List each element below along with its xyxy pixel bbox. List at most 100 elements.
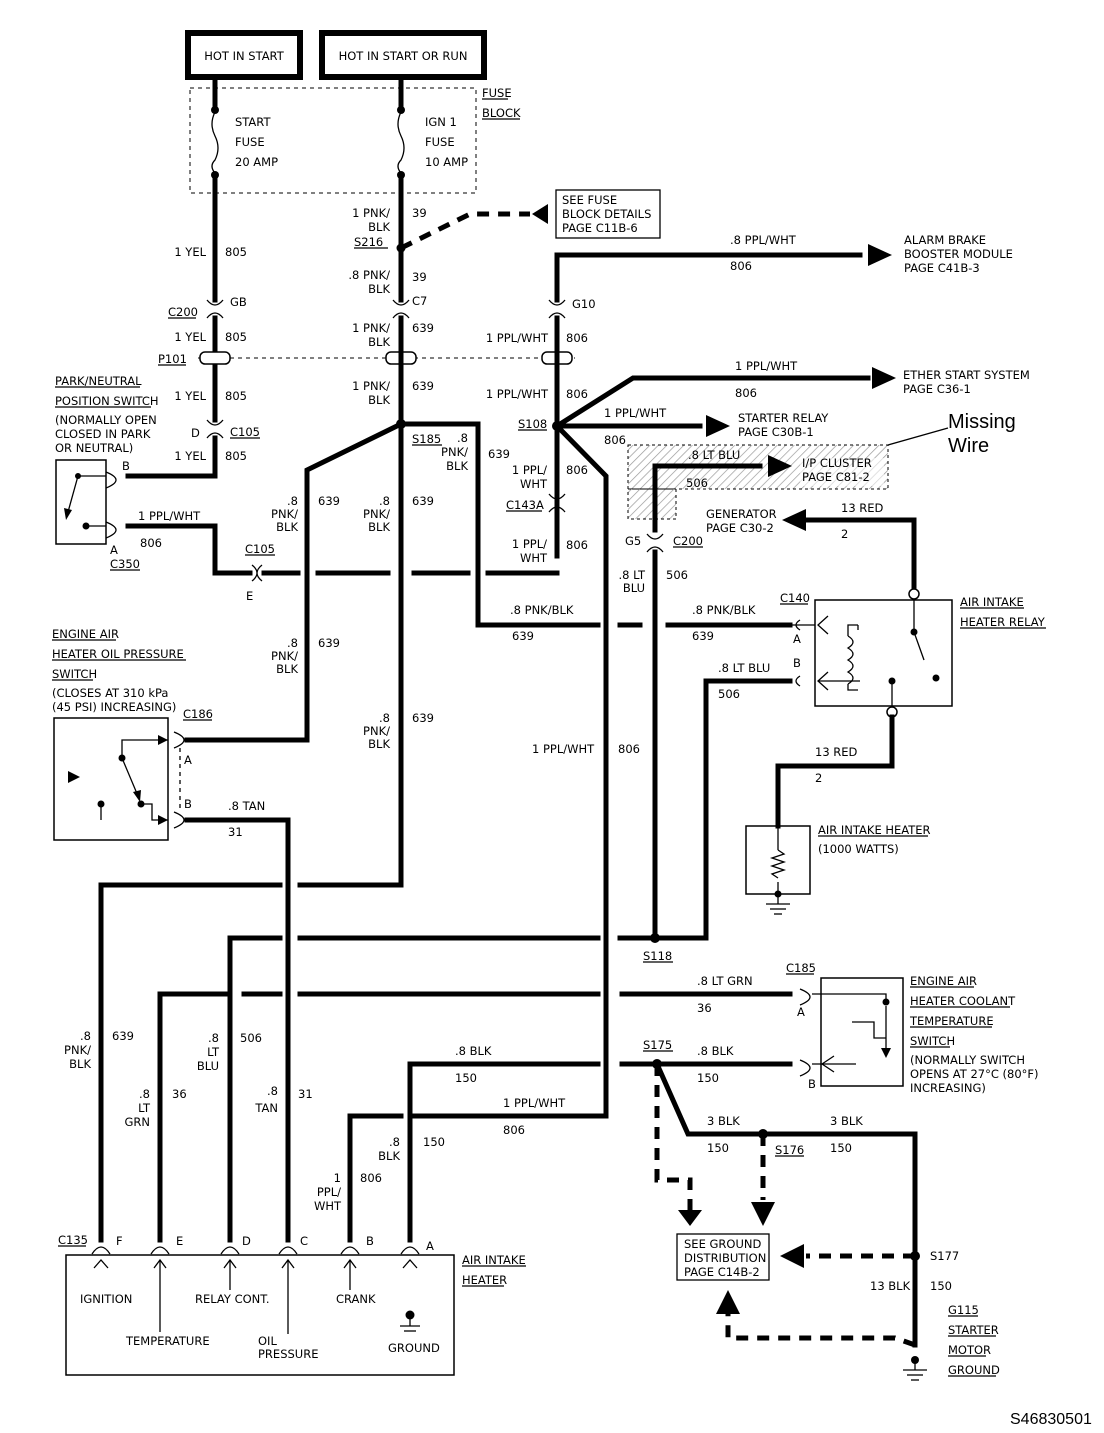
s175-label: S175 bbox=[643, 1038, 672, 1052]
wire-36 bbox=[157, 991, 793, 1243]
wire-label: 639 bbox=[512, 629, 534, 643]
wire-2-heater bbox=[775, 714, 895, 829]
pin-label: E bbox=[176, 1234, 183, 1248]
wire-label: .8 bbox=[287, 494, 298, 508]
ground-dashed-4 bbox=[725, 1314, 916, 1348]
wire-label: 150 bbox=[930, 1279, 952, 1293]
wire-label: 639 bbox=[412, 494, 434, 508]
wire-label: 639 bbox=[488, 447, 510, 461]
wire-label: 506 bbox=[718, 687, 740, 701]
ref-text: PAGE C11B-6 bbox=[562, 221, 638, 235]
hot-in-start-run-label: HOT IN START OR RUN bbox=[339, 49, 468, 63]
wire-label: 13 RED bbox=[841, 501, 884, 515]
alarm-ref: ALARM BRAKE BOOSTER MODULE PAGE C41B-3 bbox=[904, 233, 1013, 275]
ref-text: PAGE C30B-1 bbox=[738, 425, 814, 439]
wire-label: 1 PNK/ bbox=[352, 379, 390, 393]
component-label: OPENS AT 27°C (80°F) bbox=[910, 1067, 1039, 1081]
component-label: ENGINE AIR bbox=[52, 627, 119, 641]
component-label: MOTOR bbox=[948, 1343, 991, 1357]
wire-806-park bbox=[125, 523, 253, 576]
wire-label: .8 bbox=[389, 1135, 400, 1149]
wire-label: LT bbox=[138, 1101, 151, 1115]
wire-label: 806 bbox=[566, 387, 588, 401]
s177-label: S177 bbox=[930, 1249, 959, 1263]
starter-ref: STARTER RELAY PAGE C30B-1 bbox=[738, 411, 829, 439]
wire-506-relay bbox=[652, 678, 793, 941]
c105-label: C105 bbox=[245, 542, 275, 556]
wire-label: 806 bbox=[735, 386, 757, 400]
ign-fuse-rating: 10 AMP bbox=[425, 155, 468, 169]
component-label: SWITCH bbox=[52, 667, 97, 681]
component-label: AIR INTAKE bbox=[462, 1253, 526, 1267]
wire-label: .8 LT BLU bbox=[718, 661, 770, 675]
wire-label: PNK/ bbox=[363, 724, 390, 738]
resistor-icon bbox=[769, 849, 787, 879]
ref-text: GENERATOR bbox=[706, 507, 777, 521]
wire-label: BLU bbox=[197, 1059, 219, 1073]
wire-label: 806 bbox=[503, 1123, 525, 1137]
module-pin-label: RELAY CONT. bbox=[195, 1292, 270, 1306]
ref-text: BOOSTER MODULE bbox=[904, 247, 1013, 261]
wire-639-relay bbox=[398, 421, 793, 628]
pin-label: B bbox=[184, 797, 192, 811]
component-label: SWITCH bbox=[910, 1034, 955, 1048]
wire-label: 639 bbox=[692, 629, 714, 643]
pin-label: D bbox=[242, 1234, 251, 1248]
pin-label: A bbox=[797, 1005, 805, 1019]
wire-639-ignition bbox=[98, 882, 283, 1243]
component-label: POSITION SWITCH bbox=[55, 394, 159, 408]
component-label: HEATER OIL PRESSURE bbox=[52, 647, 184, 661]
c185-label: C185 bbox=[786, 961, 816, 975]
c135-label: C135 bbox=[58, 1233, 88, 1247]
s108-label: S108 bbox=[518, 417, 547, 431]
wire-label: 806 bbox=[566, 463, 588, 477]
wire-2-generator bbox=[803, 517, 917, 591]
wire-label: 2 bbox=[815, 771, 822, 785]
wire-label: 639 bbox=[318, 494, 340, 508]
wire-label: 506 bbox=[686, 476, 708, 490]
fuse-block-details-ref: SEE FUSE BLOCK DETAILS PAGE C11B-6 bbox=[532, 189, 661, 239]
pin-label: E bbox=[246, 589, 253, 603]
component-label: PARK/NEUTRAL bbox=[55, 374, 142, 388]
wire-label: PNK/ bbox=[363, 507, 390, 521]
ref-text: I/P CLUSTER bbox=[802, 456, 872, 470]
ref-text: ALARM BRAKE bbox=[904, 233, 986, 247]
c186-label: C186 bbox=[183, 707, 213, 721]
c7-connector-icon bbox=[392, 299, 410, 319]
wire-label: PNK/ bbox=[64, 1043, 91, 1057]
wire-label: 1 PPL/WHT bbox=[503, 1096, 566, 1110]
wire-label: 1 PPL/WHT bbox=[486, 387, 549, 401]
wire-label: .8 bbox=[457, 431, 468, 445]
component-label: AIR INTAKE HEATER bbox=[818, 823, 931, 837]
ref-text: PAGE C14B-2 bbox=[684, 1265, 760, 1279]
component-label: HEATER RELAY bbox=[960, 615, 1046, 629]
wire-label: 1 PPL/WHT bbox=[138, 509, 201, 523]
wire-label: .8 LT bbox=[619, 568, 646, 582]
module-pin-label: TEMPERATURE bbox=[125, 1334, 210, 1348]
ign-fuse-label: IGN 1 bbox=[425, 115, 457, 129]
wire-label: 639 bbox=[112, 1029, 134, 1043]
wire-label: GRN bbox=[124, 1115, 150, 1129]
wire-label: 639 bbox=[412, 379, 434, 393]
wire-label: 1 YEL bbox=[174, 389, 206, 403]
ground-dashed-1 bbox=[654, 1064, 693, 1210]
air-intake-heater-relay: C140 A B AIR INTAKE HEATER RELAY bbox=[780, 588, 1046, 718]
missing-wire-area: I/P CLUSTER PAGE C81-2 .8 LT BLU 506 Mis… bbox=[627, 411, 1016, 533]
p101-label: P101 bbox=[158, 352, 187, 366]
wire-806-ether bbox=[553, 375, 871, 430]
wire-label: .8 bbox=[80, 1029, 91, 1043]
ground-distribution-ref: SEE GROUND DISTRIBUTION PAGE C14B-2 bbox=[676, 1233, 770, 1281]
relay-coil-icon bbox=[846, 635, 854, 685]
wire-label: 506 bbox=[240, 1031, 262, 1045]
wire-label: 36 bbox=[697, 1001, 712, 1015]
wire-label: .8 bbox=[379, 494, 390, 508]
wire-label: 805 bbox=[225, 330, 247, 344]
component-label: OR NEUTRAL) bbox=[55, 441, 133, 455]
pin-label: F bbox=[116, 1234, 123, 1248]
wire-label: .8 bbox=[139, 1087, 150, 1101]
missing-wire-annotation: Wire bbox=[948, 435, 989, 457]
figure-id: S46830501 bbox=[1010, 1411, 1092, 1428]
wire-806-crank bbox=[347, 422, 609, 1243]
pin-label: A bbox=[793, 632, 801, 646]
